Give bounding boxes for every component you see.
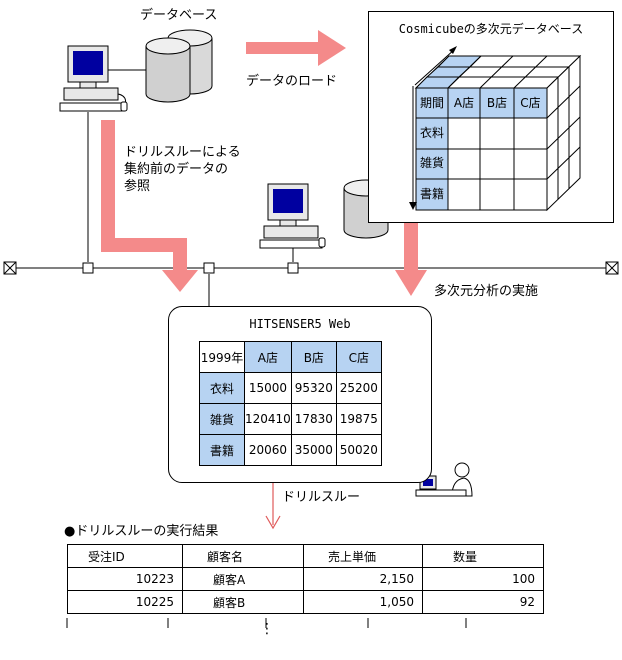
pivot-header-row: 1999年 A店 B店 C店 bbox=[199, 341, 382, 373]
pivot-cell[interactable]: 120410 bbox=[244, 403, 292, 435]
terminator-right-icon bbox=[605, 261, 619, 275]
result-column-header: 数量 bbox=[422, 544, 544, 568]
result-cell: 10225 bbox=[67, 590, 183, 614]
drill-result-table: 受注ID 顧客名 売上単価 数量 10223 顧客A 2,150 100 102… bbox=[67, 544, 544, 614]
cube-row-header: 衣料 bbox=[419, 126, 444, 140]
pivot-row: 雑貨 120410 17830 19875 bbox=[199, 403, 382, 435]
pivot-cell[interactable]: 50020 bbox=[335, 434, 382, 466]
terminator-left-icon bbox=[3, 261, 17, 275]
table-row: 10225 顧客B 1,050 92 bbox=[67, 590, 544, 614]
result-cell: 2,150 bbox=[303, 567, 423, 591]
cube-column-header: C店 bbox=[520, 96, 541, 110]
cube-corner: 期間 bbox=[419, 96, 444, 110]
database-label: データベース bbox=[140, 8, 218, 23]
drill-note-line: ドリルスルーによる bbox=[124, 145, 241, 160]
pivot-cell[interactable]: 95320 bbox=[290, 372, 337, 404]
result-column-header: 売上単価 bbox=[303, 544, 423, 568]
pivot-cell[interactable]: 15000 bbox=[244, 372, 292, 404]
cube-row-header: 書籍 bbox=[419, 187, 444, 201]
result-column-header: 顧客名 bbox=[182, 544, 304, 568]
table-row: 10223 顧客A 2,150 100 bbox=[67, 567, 544, 591]
web-client-panel: HITSENSER5 Web 1999年 A店 B店 C店 衣料 15000 9… bbox=[168, 306, 432, 483]
result-cell: 100 bbox=[422, 567, 544, 591]
result-cell: 顧客B bbox=[182, 590, 304, 614]
network-node bbox=[287, 262, 299, 274]
cube-row-header: 雑貨 bbox=[419, 156, 444, 170]
pivot-row-header[interactable]: 雑貨 bbox=[199, 403, 245, 435]
pivot-column-header[interactable]: C店 bbox=[335, 341, 382, 373]
client-pc-icon bbox=[59, 45, 128, 112]
result-header-row: 受注ID 顧客名 売上単価 数量 bbox=[67, 544, 544, 568]
drill-note-line: 参照 bbox=[124, 179, 151, 194]
cube-column-header: B店 bbox=[486, 96, 508, 110]
cube-graphic bbox=[409, 46, 582, 212]
pivot-cell[interactable]: 35000 bbox=[290, 434, 337, 466]
result-cell: 顧客A bbox=[182, 567, 304, 591]
analysis-label: 多次元分析の実施 bbox=[434, 284, 539, 299]
result-title: ●ドリルスルーの実行結果 bbox=[64, 524, 219, 539]
result-continuation: ⋮ bbox=[260, 621, 274, 637]
cube-panel: Cosmicubeの多次元データベース 期間 A店 B店 bbox=[368, 11, 614, 223]
drill-reference-arrow bbox=[101, 120, 198, 292]
result-cell: 92 bbox=[422, 590, 544, 614]
result-column-header: 受注ID bbox=[67, 544, 183, 568]
cube-title: Cosmicubeの多次元データベース bbox=[398, 22, 584, 36]
pivot-cell[interactable]: 25200 bbox=[335, 372, 382, 404]
pivot-column-header[interactable]: B店 bbox=[290, 341, 337, 373]
server-pc-icon bbox=[259, 183, 326, 249]
network-node bbox=[82, 262, 94, 274]
result-cell: 10223 bbox=[67, 567, 183, 591]
drill-through-label: ドリルスルー bbox=[282, 490, 361, 505]
network-node bbox=[203, 262, 215, 274]
pivot-row: 衣料 15000 95320 25200 bbox=[199, 372, 382, 404]
pivot-cell-drill-target[interactable]: 20060 bbox=[244, 434, 292, 466]
pivot-column-header[interactable]: A店 bbox=[244, 341, 292, 373]
pivot-cell[interactable]: 17830 bbox=[290, 403, 337, 435]
database-icon bbox=[145, 29, 213, 103]
pivot-row: 書籍 20060 35000 50020 bbox=[199, 434, 382, 466]
pivot-cell[interactable]: 19875 bbox=[335, 403, 382, 435]
web-title: HITSENSER5 Web bbox=[249, 317, 351, 331]
load-label: データのロード bbox=[246, 74, 338, 89]
load-arrow bbox=[246, 30, 346, 66]
drill-note: ドリルスルーによる 集約前のデータの 参照 bbox=[124, 144, 241, 195]
pivot-table: 1999年 A店 B店 C店 衣料 15000 95320 25200 雑貨 1… bbox=[199, 341, 382, 466]
cube-column-header: A店 bbox=[453, 96, 475, 110]
result-cell: 1,050 bbox=[303, 590, 423, 614]
pivot-corner: 1999年 bbox=[199, 341, 245, 373]
drill-note-line: 集約前のデータの bbox=[124, 162, 229, 177]
pivot-row-header[interactable]: 書籍 bbox=[199, 434, 245, 466]
analysis-arrow bbox=[395, 222, 427, 296]
pivot-row-header[interactable]: 衣料 bbox=[199, 372, 245, 404]
